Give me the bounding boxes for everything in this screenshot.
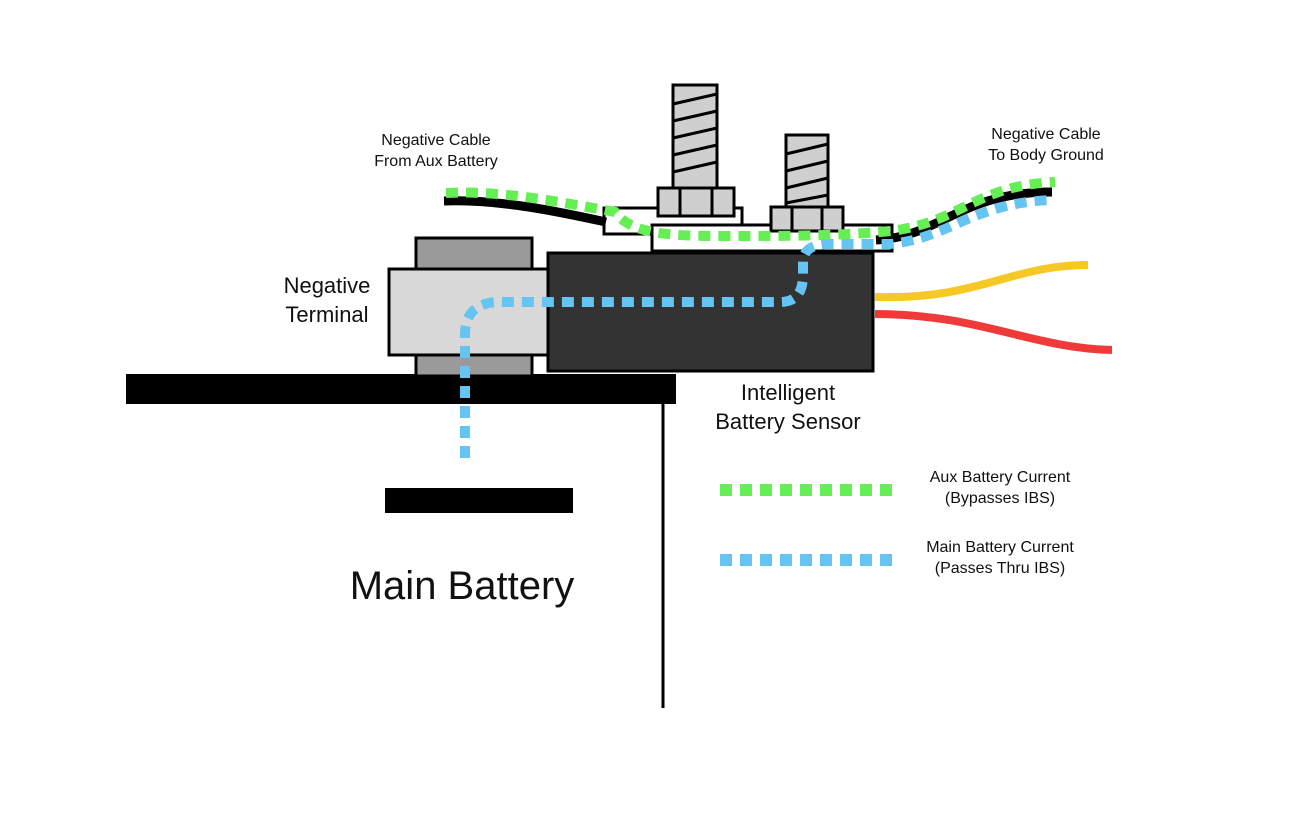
label-ibs: Intelligent Battery Sensor [683,379,893,436]
battery-minus-sign [385,488,573,513]
label-cable-to-ground: Negative Cable To Body Ground [966,125,1126,167]
aux-negative-cable [443,196,607,227]
legend-main-line1: Main Battery Current [926,539,1074,556]
label-cable-to-ground-line1: Negative Cable [991,126,1101,143]
label-cable-to-ground-line2: To Body Ground [988,146,1104,164]
legend-aux-line1: Aux Battery Current [929,469,1071,486]
terminal-clamp-top [414,236,534,274]
label-negative-terminal: Negative Terminal [262,272,392,329]
ibs-sensor-body [546,251,875,373]
label-cable-from-aux-line1: Negative Cable [381,132,491,149]
legend-aux-line2: (Bypasses IBS) [944,489,1056,507]
red-signal-wire [874,310,1113,354]
battery-top-plate [126,374,676,404]
legend-aux-text: Aux Battery Current (Bypasses IBS) [900,468,1100,510]
stud-bolt-right [769,133,845,233]
yellow-signal-wire [874,261,1089,302]
label-ibs-line1: Intelligent [740,380,836,405]
legend-main-line2: (Passes Thru IBS) [934,559,1066,577]
aux-current-path [445,177,1056,242]
legend-main-text: Main Battery Current (Passes Thru IBS) [900,538,1100,580]
label-main-battery: Main Battery [349,564,575,608]
label-ibs-line2: Battery Sensor [715,408,861,434]
label-negative-terminal-line2: Terminal [285,301,369,327]
label-cable-from-aux-line2: From Aux Battery [374,152,498,170]
main-current-path [460,195,1051,458]
ground-negative-cable [875,187,1053,245]
label-cable-from-aux: Negative Cable From Aux Battery [356,131,516,173]
label-negative-terminal-line1: Negative [283,273,371,298]
stud-bolt-left [656,83,736,218]
